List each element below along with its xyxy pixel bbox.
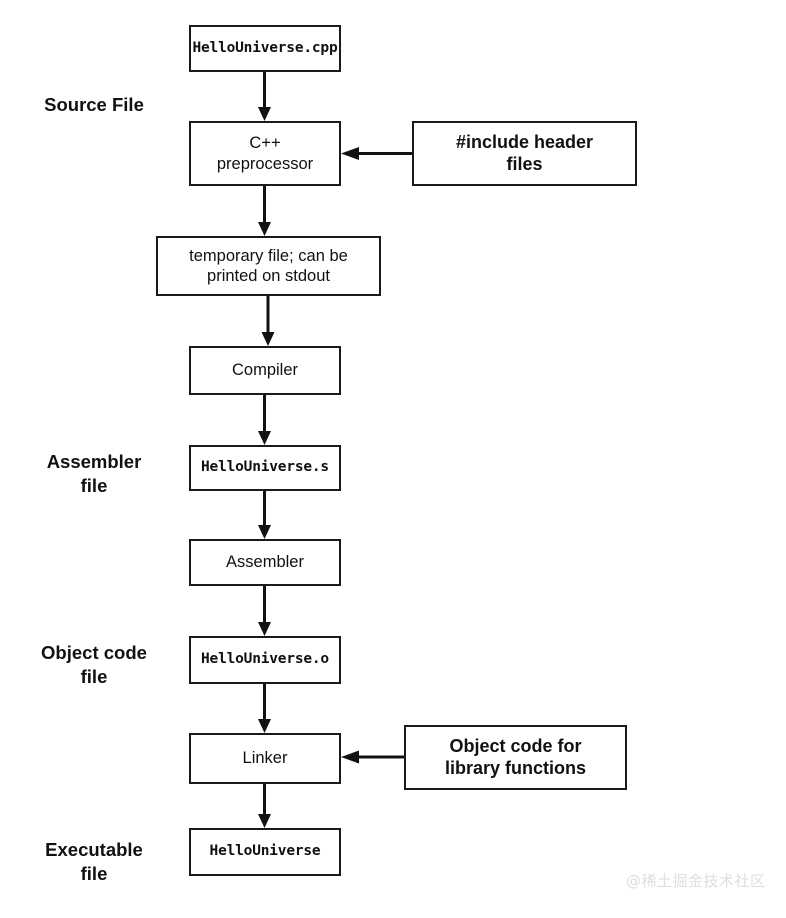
node-hellouniverse-o[interactable]: HelloUniverse.o (189, 636, 341, 684)
stage-label-assembler-file: Assembler file (46, 451, 142, 496)
node-cpp-preprocessor[interactable]: C++ preprocessor (189, 121, 341, 186)
node-hellouniverse-cpp[interactable]: HelloUniverse.cpp (189, 25, 341, 72)
stage-label-source-file: Source File (44, 94, 144, 115)
node-assembler[interactable]: Assembler (189, 539, 341, 586)
stage-label-executable-file: Executable file (45, 839, 143, 884)
watermark-text: @稀土掘金技术社区 (626, 872, 766, 890)
node-hellouniverse-s[interactable]: HelloUniverse.s (189, 445, 341, 491)
node-compiler[interactable]: Compiler (189, 346, 341, 395)
node-object-code-library[interactable]: Object code for library functions (404, 725, 627, 790)
node-include-header-files[interactable]: #include header files (412, 121, 637, 186)
node-temporary-file[interactable]: temporary file; can be printed on stdout (156, 236, 381, 296)
node-linker[interactable]: Linker (189, 733, 341, 784)
node-hellouniverse[interactable]: HelloUniverse (189, 828, 341, 876)
stage-label-object-code-file: Object code file (41, 642, 147, 687)
